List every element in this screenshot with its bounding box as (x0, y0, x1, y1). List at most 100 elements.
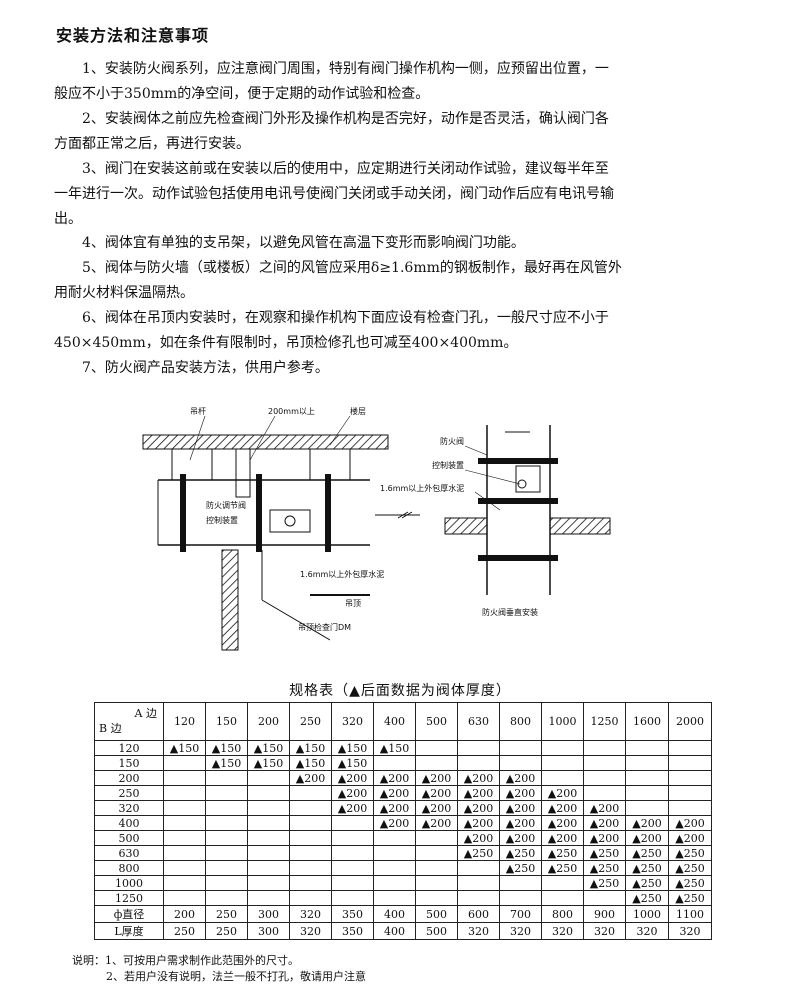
table-cell (457, 860, 500, 876)
table-cell: ▲150 (247, 755, 290, 771)
table-cell (247, 860, 290, 876)
note-2: 2、若用户没有说明，法兰一般不打孔，敬请用户注意 (106, 970, 366, 983)
table-cell: ▲200 (373, 785, 416, 801)
row-header: 1000 (94, 875, 164, 891)
table-cell: ▲200 (415, 815, 458, 831)
table-cell: ▲200 (541, 815, 584, 831)
table-cell (247, 875, 290, 891)
label-cement-wrap: 1.6mm以上外包厚水泥 (300, 569, 384, 579)
table-cell: ▲200 (331, 785, 374, 801)
table-cell (457, 875, 500, 891)
note-1: 说明：1、可按用户需求制作此范围外的尺寸。 (72, 954, 299, 967)
table-cell: ▲250 (583, 875, 626, 891)
table-cell: 1100 (668, 905, 712, 923)
table-cell: ▲200 (668, 830, 712, 846)
paragraph-line: 3、阀门在安装这前或在安装以后的使用中，应定期进行关闭动作试验，建议每半年至 (54, 161, 609, 177)
notes: 说明：1、可按用户需求制作此范围外的尺寸。 2、若用户没有说明，法兰一般不打孔，… (72, 953, 366, 985)
table-cell (331, 860, 374, 876)
table-cell (205, 860, 248, 876)
table-cell (583, 740, 626, 756)
table-row: 800▲250▲250▲250▲250▲250 (94, 860, 712, 876)
table-row: 500▲200▲200▲200▲200▲200▲200 (94, 830, 712, 846)
table-cell (289, 890, 332, 906)
table-cell (499, 740, 542, 756)
table-row: 1000▲250▲250▲250 (94, 875, 712, 891)
table-cell (541, 770, 584, 786)
table-cell: ▲250 (668, 845, 712, 861)
column-header: 250 (289, 702, 332, 741)
table-cell: 200 (163, 905, 206, 923)
table-cell: 320 (583, 922, 626, 940)
table-cell (247, 770, 290, 786)
table-cell (205, 845, 248, 861)
table-cell: ▲200 (541, 800, 584, 816)
table-cell (415, 860, 458, 876)
table-cell: ▲250 (541, 860, 584, 876)
table-cell: 250 (163, 922, 206, 940)
row-header: 120 (94, 740, 164, 756)
paragraph-1: 1、安装防火阀系列，应注意阀门周围，特别有阀门操作机构一侧，应预留出位置，一般应… (54, 57, 732, 107)
table-cell (583, 890, 626, 906)
table-cell (583, 755, 626, 771)
table-cell (247, 830, 290, 846)
paragraph-line: 出。 (54, 211, 82, 227)
table-cell: 320 (499, 922, 542, 940)
table-cell: ▲200 (457, 800, 500, 816)
table-cell (668, 755, 712, 771)
label-clearance: 200mm以上 (268, 407, 315, 416)
table-cell: ▲250 (499, 860, 542, 876)
table-cell (373, 755, 416, 771)
paragraph-line: 2、安装阀体之前应先检查阀门外形及操作机构是否完好，动作是否灵活，确认阀门各 (54, 111, 609, 127)
table-cell (289, 860, 332, 876)
table-cell (457, 890, 500, 906)
table-cell (205, 890, 248, 906)
paragraph-line: 450×450mm，如在条件有限制时，吊顶检修孔也可减至400×400mm。 (54, 335, 518, 351)
label-vertical-wrap: 1.6mm以上外包厚水泥 (380, 483, 464, 493)
spec-table-caption: 规格表（▲后面数据为阀体厚度） (289, 683, 511, 699)
table-cell: ▲250 (625, 890, 669, 906)
column-header: 1000 (541, 702, 584, 741)
table-cell (583, 785, 626, 801)
table-cell: ▲250 (668, 890, 712, 906)
label-floor: 楼层 (350, 406, 366, 416)
table-cell: ▲200 (457, 770, 500, 786)
table-cell: ▲150 (163, 740, 206, 756)
table-cell: 800 (541, 905, 584, 923)
column-header: 400 (373, 702, 416, 741)
row-header: 500 (94, 830, 164, 846)
table-cell: ▲200 (415, 770, 458, 786)
column-header: 800 (499, 702, 542, 741)
table-cell (625, 740, 669, 756)
table-cell (373, 830, 416, 846)
table-cell (373, 860, 416, 876)
table-cell (373, 890, 416, 906)
table-cell (331, 830, 374, 846)
paragraph-5: 5、阀体与防火墙（或楼板）之间的风管应采用δ≥1.6mm的钢板制作，最好再在风管… (54, 256, 732, 306)
paragraph-4: 4、阀体宜有单独的支吊架，以避免风管在高温下变形而影响阀门功能。 (54, 231, 732, 256)
table-cell: 300 (247, 922, 290, 940)
row-header: 800 (94, 860, 164, 876)
table-cell (668, 770, 712, 786)
table-cell: ▲200 (373, 815, 416, 831)
table-cell: ▲200 (583, 800, 626, 816)
table-cell (289, 785, 332, 801)
label-fire-damper: 防火调节阀 (206, 500, 246, 510)
table-cell (205, 830, 248, 846)
table-cell: ▲150 (205, 740, 248, 756)
row-header: L厚度 (94, 922, 164, 940)
installation-diagram: 吊杆 200mm以上 楼层 防火调节阀 控制装置 1.6mm以上外包厚水泥 吊顶… (142, 406, 611, 651)
table-cell (625, 785, 669, 801)
table-cell (541, 740, 584, 756)
table-cell (415, 755, 458, 771)
table-cell (331, 875, 374, 891)
column-header: 320 (331, 702, 374, 741)
row-header: 400 (94, 815, 164, 831)
corner-b-label: B 边 (99, 722, 122, 735)
table-cell: 350 (331, 922, 374, 940)
paragraph-line: 般应不小于350mm的净空间，便于定期的动作试验和检查。 (54, 86, 430, 102)
table-cell: ▲200 (668, 815, 712, 831)
label-control-unit: 控制装置 (206, 515, 238, 525)
column-header: 150 (205, 702, 248, 741)
table-cell (247, 845, 290, 861)
